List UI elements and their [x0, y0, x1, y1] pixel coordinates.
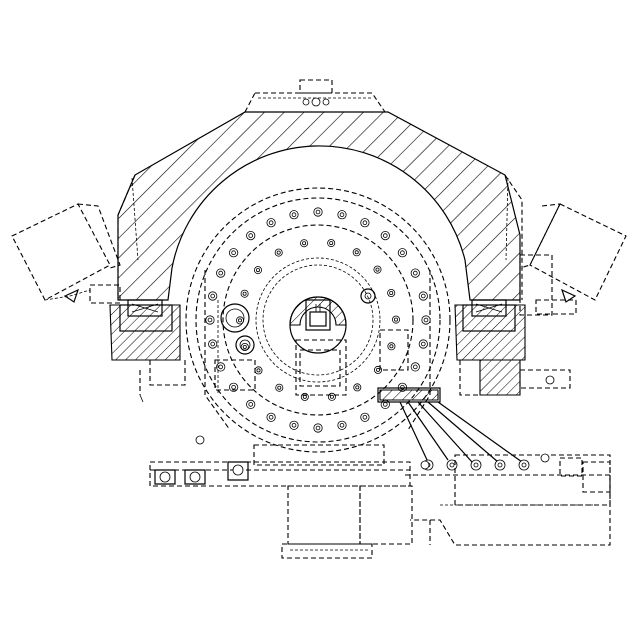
left-gear-components	[215, 300, 255, 395]
bolt-icon	[411, 363, 419, 371]
right-bearing-block	[455, 300, 570, 395]
bolt-icon	[247, 400, 255, 408]
bolt-icon	[267, 219, 275, 227]
bolt-icon	[275, 249, 282, 256]
cable-fittings	[378, 388, 529, 470]
bolt-icon	[328, 393, 335, 400]
bolt-circle-inner	[236, 240, 399, 401]
bolt-icon	[353, 249, 360, 256]
right-small-parts	[361, 289, 408, 370]
right-bracket	[520, 204, 626, 315]
bolt-icon	[314, 424, 322, 432]
fitting-nut-icon	[495, 460, 505, 470]
bolt-icon	[209, 340, 217, 348]
fitting-nut-icon	[519, 460, 529, 470]
bolt-icon	[290, 421, 298, 429]
bolt-icon	[419, 340, 427, 348]
lower-rail	[150, 436, 410, 486]
top-cap	[245, 80, 385, 112]
fitting-nut-icon	[471, 460, 481, 470]
bolt-icon	[301, 240, 308, 247]
bolt-icon	[388, 343, 395, 350]
lower-actuator	[282, 454, 610, 558]
bolt-icon	[314, 208, 322, 216]
bolt-icon	[217, 269, 225, 277]
central-hub	[290, 297, 346, 395]
bolt-icon	[411, 269, 419, 277]
rotary-disc	[186, 188, 450, 452]
bolt-icon	[254, 267, 261, 274]
bolt-icon	[398, 249, 406, 257]
bolt-icon	[338, 421, 346, 429]
upper-housing	[118, 112, 522, 300]
bolt-icon	[290, 211, 298, 219]
bolt-icon	[419, 292, 427, 300]
bolt-icon	[374, 266, 381, 273]
bolt-icon	[392, 316, 399, 323]
bolt-icon	[361, 219, 369, 227]
bolt-icon	[255, 367, 262, 374]
bolt-icon	[361, 413, 369, 421]
bolt-icon	[301, 393, 308, 400]
bolt-icon	[229, 249, 237, 257]
bolt-icon	[388, 289, 395, 296]
bolt-icon	[206, 316, 214, 324]
bolt-icon	[209, 292, 217, 300]
bolt-icon	[247, 231, 255, 239]
bolt-icon	[381, 231, 389, 239]
left-bracket	[12, 204, 120, 303]
bolt-icon	[267, 413, 275, 421]
bolt-icon	[422, 316, 430, 324]
bolt-icon	[328, 240, 335, 247]
bolt-icon	[276, 384, 283, 391]
bolt-icon	[354, 384, 361, 391]
left-bearing-block	[110, 300, 185, 402]
fitting-nuts	[423, 460, 529, 470]
bolt-icon	[241, 290, 248, 297]
bolt-icon	[338, 211, 346, 219]
